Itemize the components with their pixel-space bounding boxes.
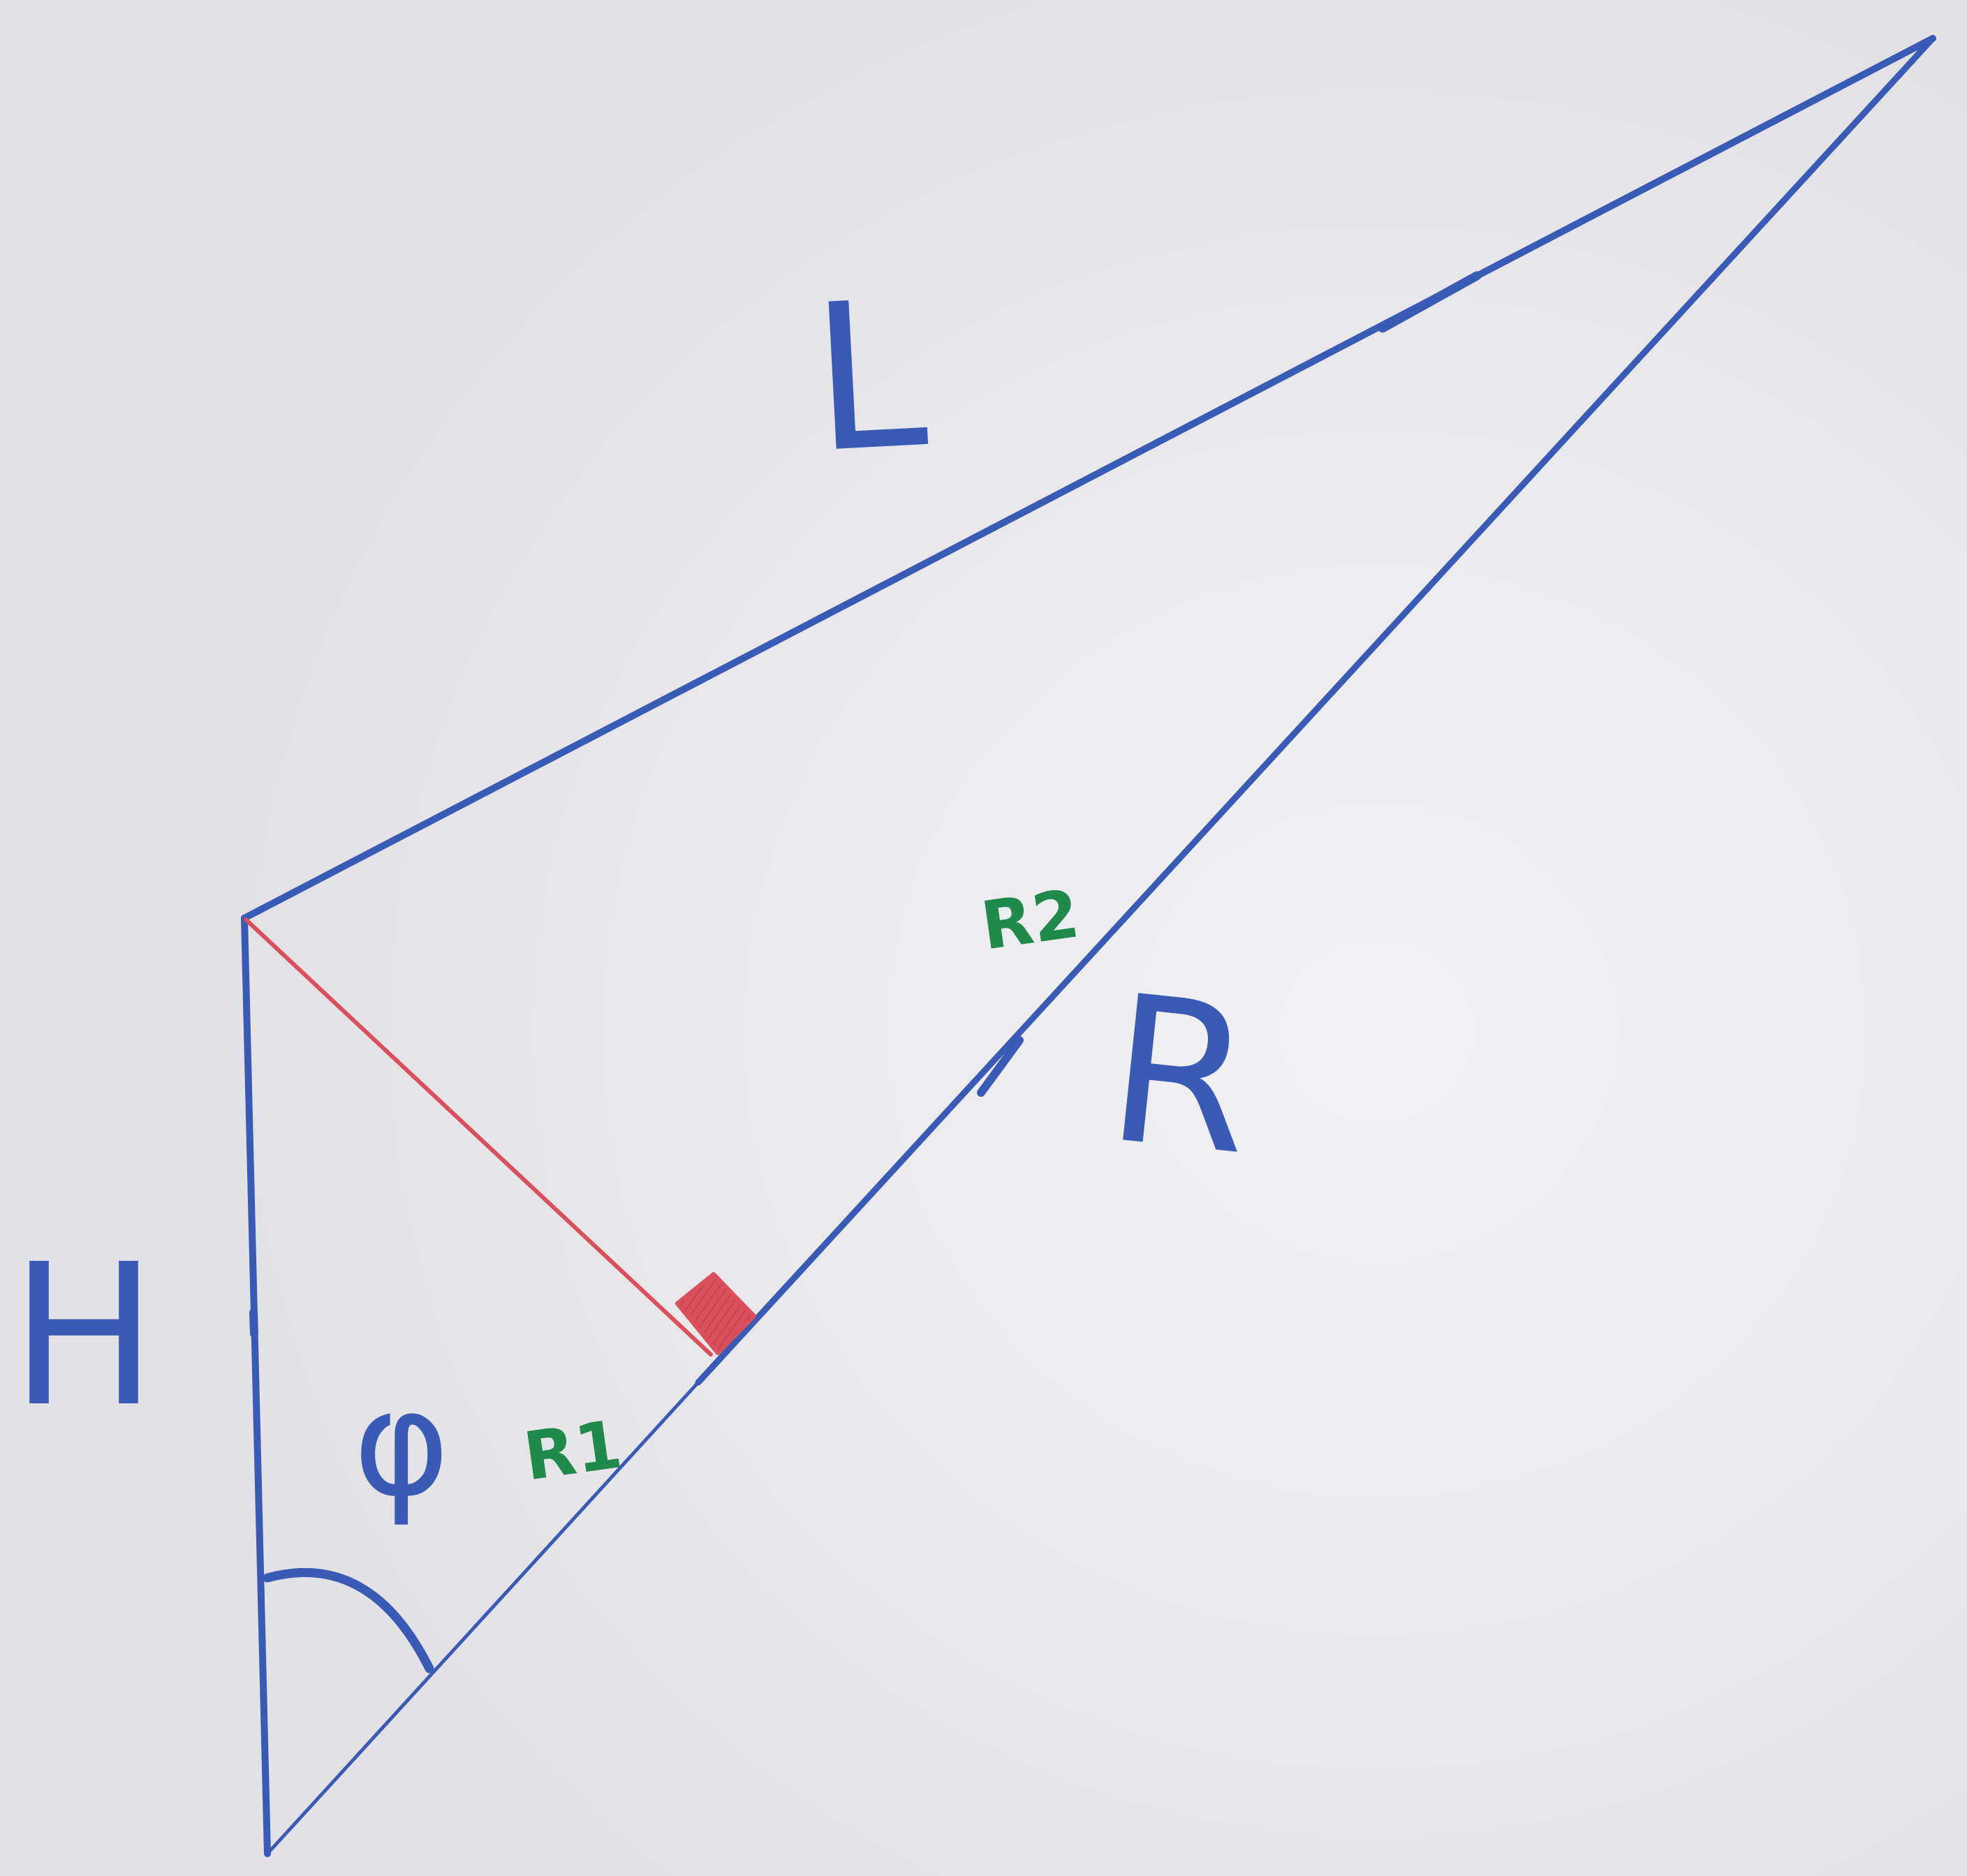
label-R1: R1 (520, 1406, 626, 1495)
label-R: R (1098, 952, 1263, 1200)
side-R-lower (265, 1380, 700, 1856)
angle-arc (263, 1568, 434, 1674)
side-L (241, 35, 1936, 922)
tick-mark-R (977, 1036, 1024, 1097)
altitude-line (244, 917, 713, 1357)
label-R2: R2 (977, 876, 1084, 965)
side-H (241, 915, 271, 1857)
tick-mark-L (1378, 271, 1482, 333)
right-angle-marker (675, 1272, 756, 1355)
side-R-upper (695, 35, 1936, 1386)
label-L: L (806, 257, 933, 498)
label-phi: φ (353, 1358, 450, 1529)
label-H: H (10, 1223, 158, 1450)
tick-mark-H (249, 1308, 258, 1338)
